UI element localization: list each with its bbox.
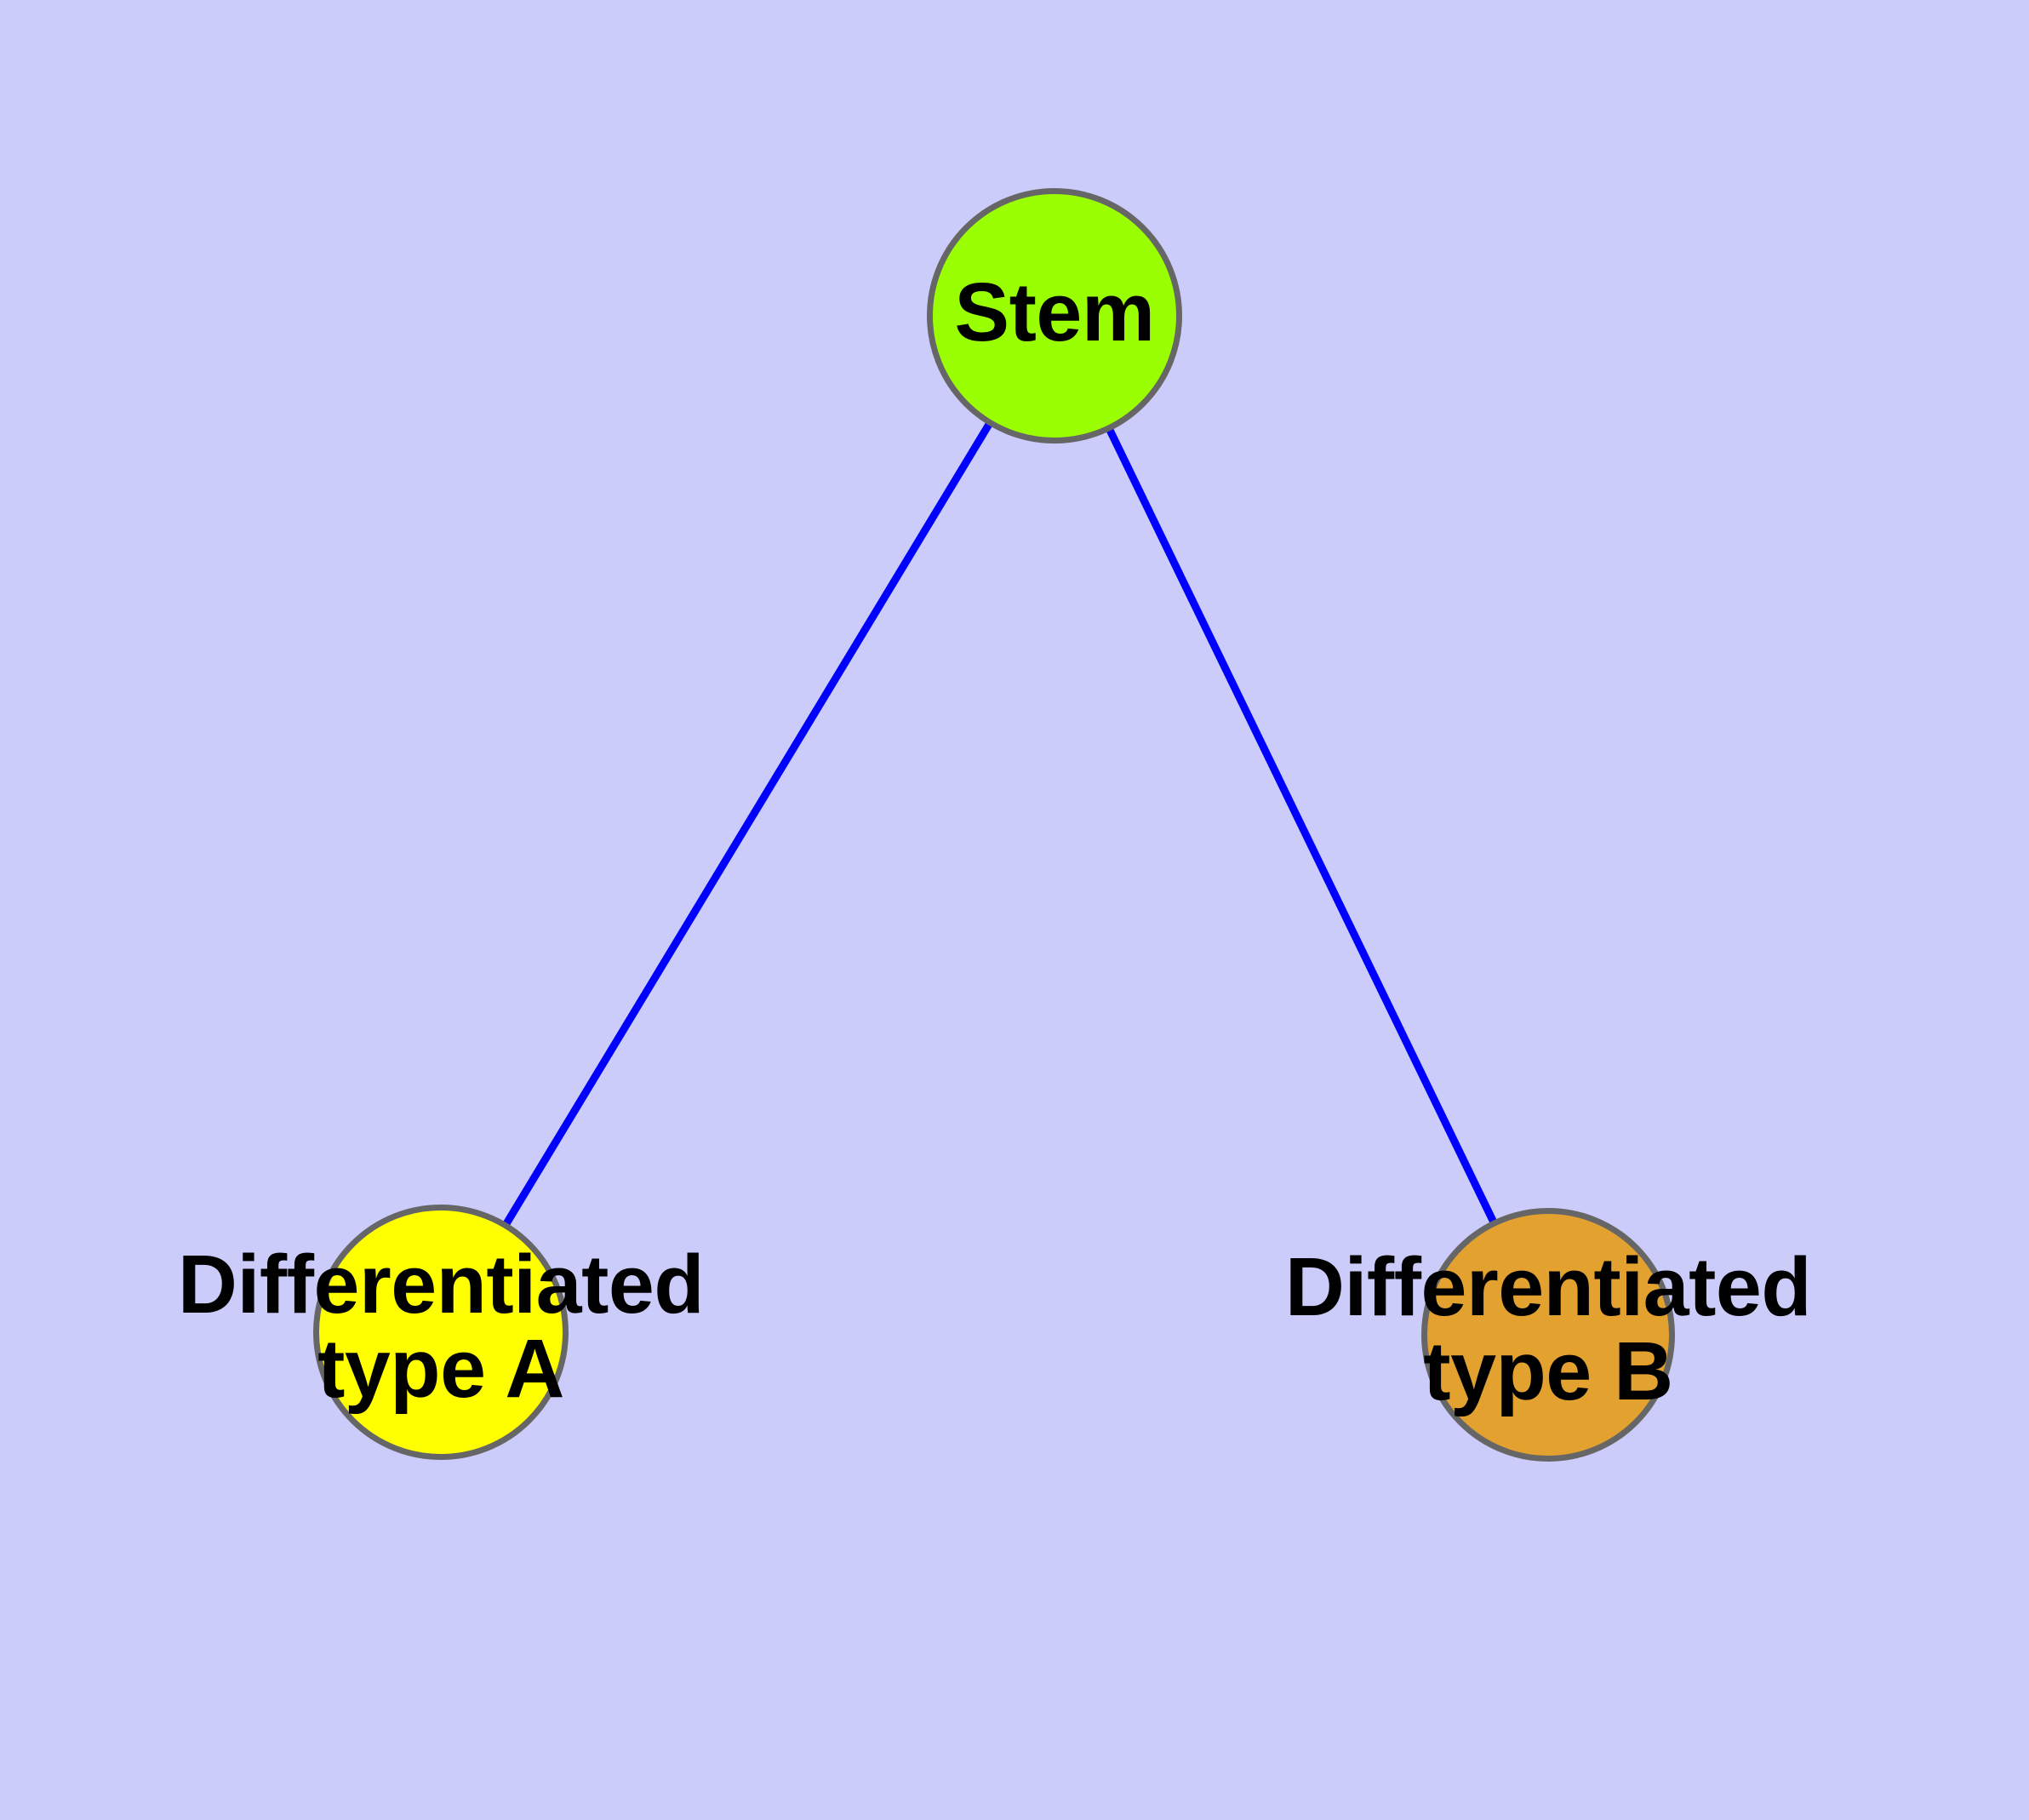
node-differentiated-type-a[interactable] [313,1205,569,1460]
node-differentiated-type-b[interactable] [1421,1208,1675,1462]
edge-stem-to-differentiated-a [502,421,993,1227]
edge-stem-to-differentiated-b [1106,427,1497,1224]
node-stem[interactable] [927,188,1182,444]
